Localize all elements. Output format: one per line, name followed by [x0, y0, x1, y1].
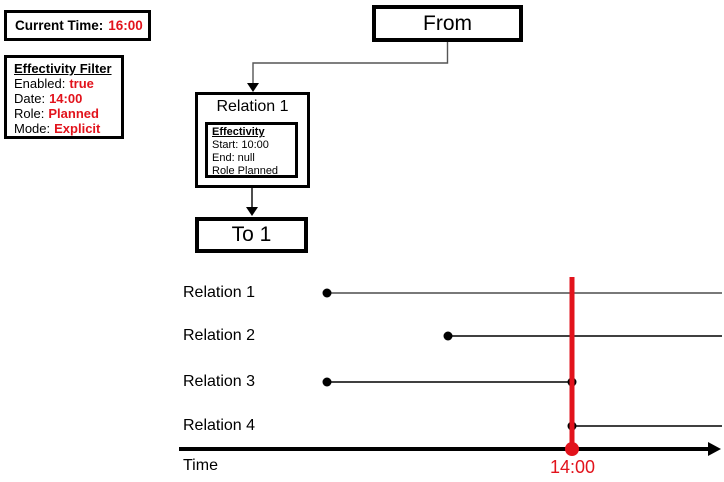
- effectivity-end: End: null: [212, 152, 255, 164]
- effectivity-filter-box: Effectivity Filter Enabled:true Date:14:…: [4, 55, 124, 139]
- timeline-row-label-1: Relation 1: [183, 284, 256, 301]
- effectivity-start: Start: 10:00: [212, 139, 269, 151]
- time-axis-label: Time: [183, 457, 218, 474]
- timeline-start-dot-relation-4: [567, 421, 577, 431]
- timeline-start-dot-relation-1: [322, 288, 332, 298]
- filter-date-label: Date:: [14, 91, 46, 106]
- relation-1-node: Relation 1 Effectivity Start: 10:00 End:…: [195, 92, 310, 188]
- time-axis-arrowhead-icon: [708, 442, 721, 456]
- current-time-value: 16:00: [108, 18, 143, 33]
- filter-mode-value: Explicit: [54, 121, 101, 136]
- from-node: From: [372, 5, 523, 42]
- current-time-box: Current Time: 16:00: [4, 10, 151, 41]
- marker-time-label: 14:00: [550, 457, 596, 477]
- filter-enabled-value: true: [69, 76, 94, 91]
- connector-arrowhead-icon: [247, 83, 259, 92]
- filter-row-role: Role:Planned: [14, 106, 114, 121]
- connector2-arrowhead-icon: [246, 207, 258, 216]
- timeline-row-label-2: Relation 2: [183, 327, 256, 344]
- timeline-start-dot-relation-3: [322, 377, 332, 387]
- relation-1-title: Relation 1: [216, 98, 289, 115]
- from-to-relation-connector: [252, 42, 449, 84]
- timeline-start-dot-relation-2: [443, 331, 453, 341]
- filter-title: Effectivity Filter: [14, 61, 112, 76]
- timeline-row-label-3: Relation 3: [183, 373, 256, 390]
- filter-row-date: Date:14:00: [14, 91, 114, 106]
- filter-mode-label: Mode:: [14, 121, 51, 136]
- filter-date-value: 14:00: [49, 91, 83, 106]
- filter-enabled-label: Enabled:: [14, 76, 66, 91]
- timeline-end-dot-relation-3: [567, 377, 577, 387]
- current-time-label: Current Time:: [15, 18, 104, 33]
- filter-role-label: Role:: [14, 106, 45, 121]
- filter-row-enabled: Enabled:true: [14, 76, 114, 91]
- filter-role-value: Planned: [48, 106, 99, 121]
- to-node: To 1: [195, 217, 308, 253]
- marker-dot-on-axis: [565, 442, 579, 456]
- filter-row-mode: Mode:Explicit: [14, 121, 114, 136]
- effectivity-role: Role Planned: [212, 165, 279, 177]
- effectivity-inner-box: Effectivity Start: 10:00 End: null Role …: [205, 122, 298, 178]
- timeline-row-label-4: Relation 4: [183, 417, 256, 434]
- effectivity-title: Effectivity: [212, 126, 265, 138]
